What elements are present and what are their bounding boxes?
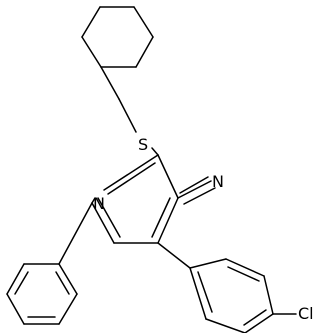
chlorophenyl-ring <box>157 242 297 333</box>
methylene-thio-linker <box>100 66 159 156</box>
phenyl-ring <box>6 202 93 325</box>
nitrile-nitrogen-label: N <box>212 172 224 191</box>
cyclohexyl-ring <box>81 6 154 68</box>
sulfur-atom-label: S <box>138 135 148 154</box>
nitrile-group <box>177 176 216 205</box>
pyridine-ring <box>91 154 179 244</box>
chlorine-atom-label: Cl <box>298 304 314 323</box>
pyridine-nitrogen-label: N <box>93 194 105 213</box>
